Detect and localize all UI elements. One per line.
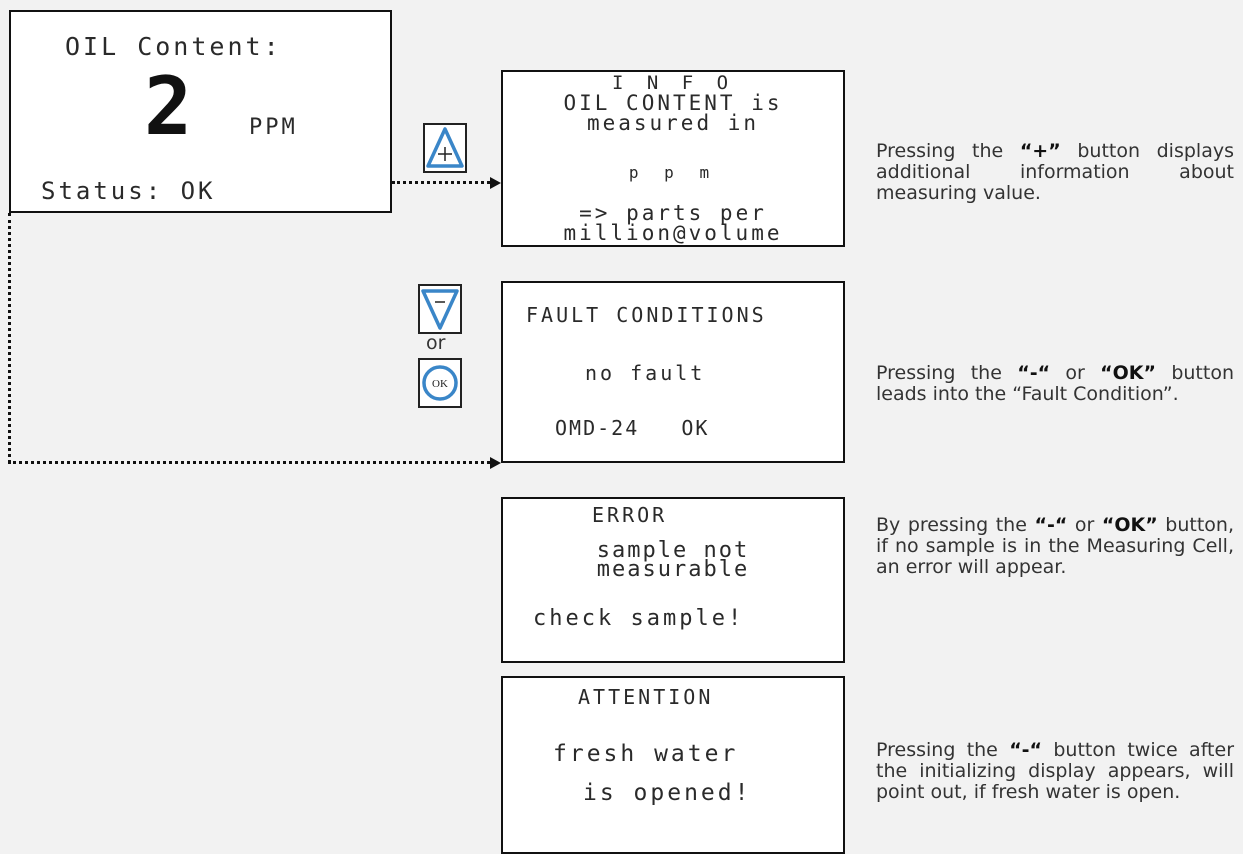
plus-button[interactable]	[423, 123, 467, 173]
oil-content-title: OIL Content:	[65, 32, 282, 61]
arrowhead-fault	[490, 457, 501, 469]
desc-text: button leads into the “Fault Condition”.	[876, 362, 1234, 405]
info-line-4: p p m	[628, 163, 718, 182]
fault-line-3: OMD-24 OK	[555, 416, 710, 440]
info-description: Pressing the “+” button displays additio…	[876, 141, 1234, 204]
desc-text: or	[1067, 514, 1102, 536]
info-line-3: measured in	[586, 111, 760, 135]
info-line-2: OIL CONTENT is	[563, 91, 783, 115]
attention-screen: ATTENTION fresh water is opened!	[501, 676, 845, 854]
desc-key: “OK”	[1100, 362, 1157, 384]
attention-line-1: ATTENTION	[578, 685, 714, 709]
attention-line-2: fresh water	[553, 741, 739, 767]
or-label: or	[426, 332, 446, 354]
minus-triangle-icon	[421, 289, 459, 330]
info-line-6: million@volume	[563, 221, 783, 245]
connector-vertical	[8, 213, 11, 463]
desc-text: button twice after the initializing disp…	[876, 739, 1234, 803]
desc-text: button displays additional information a…	[876, 140, 1234, 204]
fault-line-1: FAULT CONDITIONS	[526, 303, 767, 327]
ok-circle-icon: OK	[422, 365, 458, 401]
desc-key: “-“	[1017, 362, 1051, 384]
info-screen: I N F O OIL CONTENT is measured in p p m…	[501, 70, 845, 247]
connector-to-info	[392, 181, 490, 184]
minus-button[interactable]	[418, 284, 462, 334]
desc-text: button, if no sample is in the Measuring…	[876, 514, 1234, 578]
desc-text: or	[1050, 362, 1101, 384]
fault-description: Pressing the “-“ or “OK” button leads in…	[876, 363, 1234, 405]
connector-to-fault	[8, 461, 490, 464]
desc-text: Pressing the	[876, 362, 1018, 384]
desc-key: “-“	[1034, 514, 1068, 536]
error-line-4: check sample!	[533, 606, 745, 631]
desc-key: “-“	[1009, 739, 1043, 761]
ok-icon-text: OK	[432, 378, 448, 390]
error-screen: ERROR sample not measurable check sample…	[501, 497, 845, 663]
error-line-1: ERROR	[592, 503, 668, 527]
info-line-1: I N F O	[611, 72, 735, 94]
error-line-3: measurable	[596, 557, 750, 582]
plus-triangle-icon	[426, 127, 464, 168]
oil-content-unit: PPM	[249, 115, 298, 140]
attention-description: Pressing the “-“ button twice after the …	[876, 740, 1234, 803]
desc-text: Pressing the	[876, 739, 1010, 761]
desc-text: By pressing the	[876, 514, 1035, 536]
oil-content-value: 2	[144, 60, 193, 153]
error-description: By pressing the “-“ or “OK” button, if n…	[876, 515, 1234, 578]
desc-text: Pressing the	[876, 140, 1020, 162]
arrowhead-info	[490, 177, 501, 189]
error-line-2: sample not	[596, 538, 750, 563]
status-text: Status: OK	[41, 177, 216, 205]
desc-key: “OK”	[1101, 514, 1158, 536]
attention-line-3: is opened!	[583, 780, 752, 806]
info-line-5: => parts per	[579, 201, 767, 225]
main-display-screen: OIL Content: 2 PPM Status: OK	[9, 10, 392, 213]
desc-key: “+”	[1019, 140, 1061, 162]
fault-conditions-screen: FAULT CONDITIONS no fault OMD-24 OK	[501, 281, 845, 463]
fault-line-2: no fault	[585, 361, 706, 385]
ok-button[interactable]: OK	[418, 358, 462, 408]
